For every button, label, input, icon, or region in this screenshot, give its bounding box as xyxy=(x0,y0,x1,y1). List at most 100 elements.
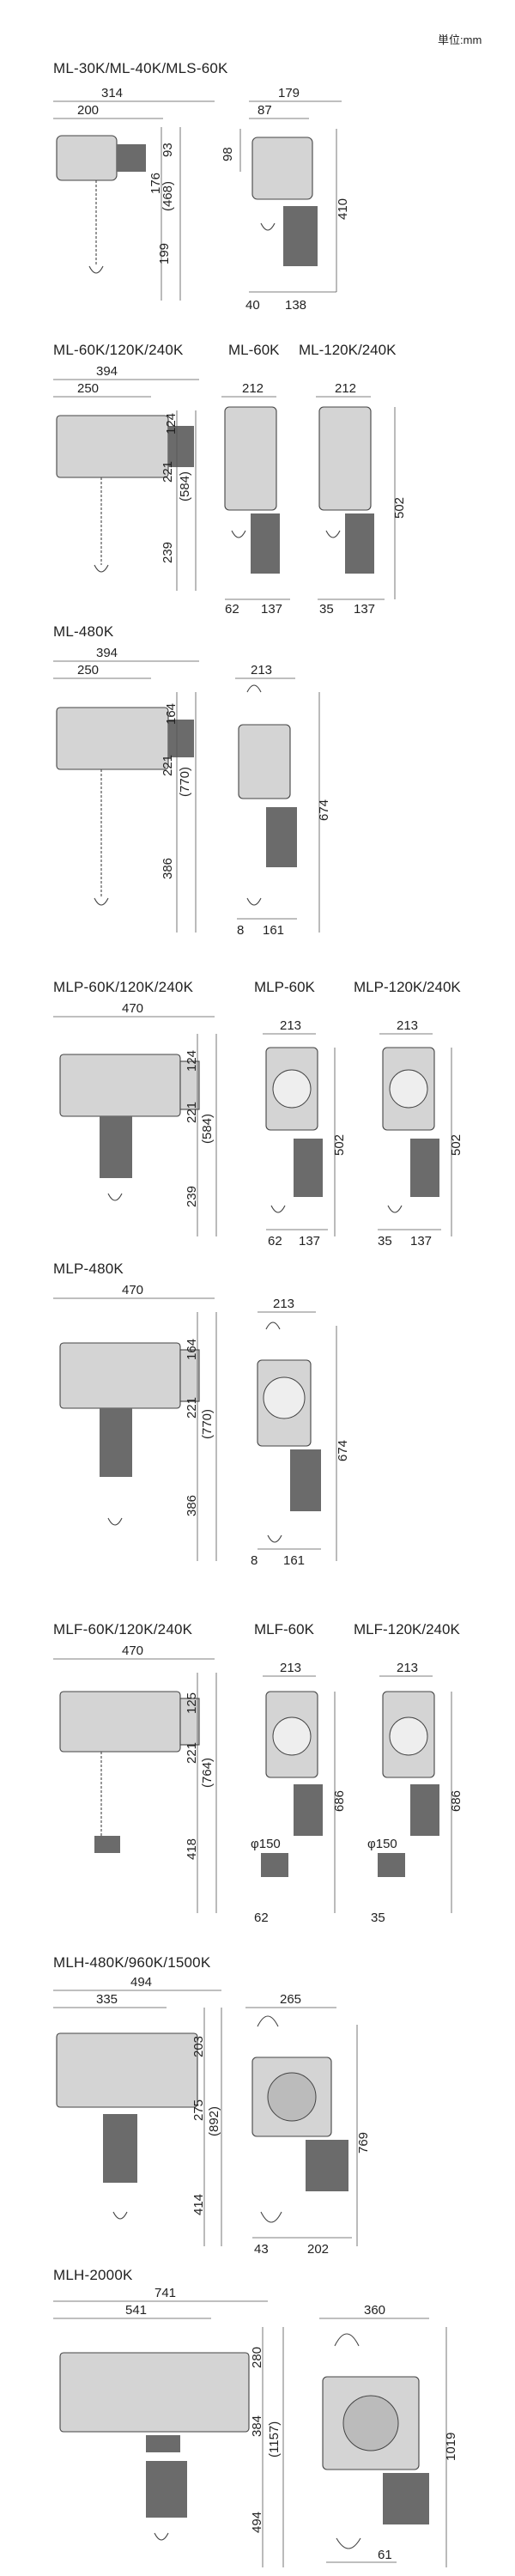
dim-label: 414 xyxy=(191,2194,206,2215)
dim-label: 161 xyxy=(283,1553,305,1568)
dim-label: 203 xyxy=(191,2036,206,2057)
dim-label: 137 xyxy=(410,1234,432,1249)
dim-label: 239 xyxy=(185,1186,199,1207)
section-mlp-60k: MLP-60K/120K/240K MLP-60K MLP-120K/240K … xyxy=(0,979,515,1254)
dim-label: 202 xyxy=(307,2242,329,2257)
section-mlp-480k: MLP-480K 470 164 221 (770) 386 213 674 8… xyxy=(0,1261,515,1587)
dim-label: 275 xyxy=(191,2099,206,2121)
dim-label: (1157) xyxy=(267,2421,282,2458)
dim-label: 394 xyxy=(96,646,118,660)
dim-label: 62 xyxy=(254,1911,269,1925)
dim-label: (584) xyxy=(178,471,192,501)
dim-label: 265 xyxy=(280,1992,301,2007)
dim-label: 386 xyxy=(185,1495,199,1516)
dimension-drawing: 314 200 93 176 (468) 199 179 87 98 410 4… xyxy=(53,86,350,313)
dim-label: (468) xyxy=(161,181,175,211)
dim-label: 61 xyxy=(378,2548,392,2562)
dim-label: 1019 xyxy=(444,2433,458,2461)
dim-label: 502 xyxy=(392,497,407,519)
dim-label: 62 xyxy=(225,602,239,617)
dim-label: 250 xyxy=(77,663,99,677)
dim-label: 213 xyxy=(251,663,272,677)
dim-label: 221 xyxy=(161,461,175,483)
section-mlh-2000k: MLH-2000K 741 541 280 384 (1157) 494 360… xyxy=(0,2267,515,2576)
dim-label: 87 xyxy=(258,103,272,118)
dim-label: 35 xyxy=(378,1234,392,1249)
dim-label: 161 xyxy=(263,923,284,938)
section-title: MLH-480K/960K/1500K xyxy=(53,1954,211,1971)
dim-label: 164 xyxy=(164,703,179,725)
dim-label: 769 xyxy=(356,2132,371,2154)
dim-label: 494 xyxy=(130,1975,152,1990)
section-title: MLP-480K xyxy=(53,1261,124,1277)
dim-label: 470 xyxy=(122,1283,143,1297)
dim-label: (770) xyxy=(178,767,192,797)
dim-label: 470 xyxy=(122,1001,143,1016)
dim-label: 179 xyxy=(278,86,300,100)
dim-label: 8 xyxy=(237,923,244,938)
dim-label: 40 xyxy=(245,298,260,313)
dim-label: 221 xyxy=(185,1102,199,1123)
dim-label: 213 xyxy=(397,1661,418,1675)
unit-label: 単位:mm xyxy=(438,33,482,46)
sub-title: MLP-60K xyxy=(254,979,315,995)
dim-label: 8 xyxy=(251,1553,258,1568)
dim-label: 502 xyxy=(449,1134,464,1156)
dim-label: 221 xyxy=(161,755,175,776)
dim-label: (770) xyxy=(200,1409,215,1439)
dim-label: 541 xyxy=(125,2303,147,2318)
dim-label: 502 xyxy=(332,1134,347,1156)
section-title: ML-480K xyxy=(53,623,114,640)
dim-label: 213 xyxy=(397,1018,418,1033)
dim-label: 335 xyxy=(96,1992,118,2007)
dim-label: 674 xyxy=(317,799,331,821)
section-title: MLF-60K/120K/240K xyxy=(53,1621,193,1637)
dim-label: 199 xyxy=(157,243,172,264)
sub-title: ML-120K/240K xyxy=(299,342,397,358)
section-title: MLP-60K/120K/240K xyxy=(53,979,194,995)
dim-label: 360 xyxy=(364,2303,385,2318)
dim-label: 124 xyxy=(185,1050,199,1072)
dim-label: 137 xyxy=(261,602,282,617)
dim-label: 35 xyxy=(319,602,334,617)
dim-label: 93 xyxy=(161,143,175,157)
sub-title: MLP-120K/240K xyxy=(354,979,461,995)
dimension-drawing: 470 164 221 (770) 386 213 674 8 161 xyxy=(53,1283,350,1568)
dim-label: 176 xyxy=(148,173,163,194)
dim-label: (892) xyxy=(207,2106,221,2136)
dim-label: 221 xyxy=(185,1742,199,1764)
dim-label: 124 xyxy=(164,413,179,434)
dim-label: 686 xyxy=(449,1790,464,1812)
dim-label: 239 xyxy=(161,542,175,563)
dim-label: (584) xyxy=(200,1114,215,1144)
sub-title: MLF-120K/240K xyxy=(354,1621,460,1637)
sub-title: MLF-60K xyxy=(254,1621,314,1637)
dim-label: 35 xyxy=(371,1911,385,1925)
dim-label: (764) xyxy=(200,1758,215,1788)
section-mlf-60k: MLF-60K/120K/240K MLF-60K MLF-120K/240K … xyxy=(0,1621,515,1947)
dim-label: 212 xyxy=(242,381,264,396)
section-ml-60k: ML-60K/120K/240K ML-60K ML-120K/240K 394… xyxy=(0,342,515,617)
dim-label: 98 xyxy=(221,147,235,161)
dim-label: 213 xyxy=(273,1297,294,1311)
dim-label: 686 xyxy=(332,1790,347,1812)
dim-label: 470 xyxy=(122,1643,143,1658)
dim-label: 213 xyxy=(280,1018,301,1033)
dim-label: 394 xyxy=(96,364,118,379)
dim-label: 125 xyxy=(185,1692,199,1714)
dim-label: φ150 xyxy=(367,1837,397,1851)
section-title: ML-60K/120K/240K xyxy=(53,342,184,358)
dim-label: 213 xyxy=(280,1661,301,1675)
sub-title: ML-60K xyxy=(228,342,280,358)
dim-label: φ150 xyxy=(251,1837,281,1851)
dim-label: 494 xyxy=(250,2512,264,2533)
section-mlh-480k: MLH-480K/960K/1500K 494 335 203 275 (892… xyxy=(0,1954,515,2263)
dim-label: 314 xyxy=(101,86,123,100)
dimension-drawing: 494 335 203 275 (892) 414 265 769 43 202 xyxy=(53,1975,371,2257)
section-title: MLH-2000K xyxy=(53,2267,133,2283)
dim-label: 164 xyxy=(185,1339,199,1360)
dimension-drawing: 470 124 221 (584) 239 213 213 502 502 62… xyxy=(53,1001,464,1249)
dim-label: 137 xyxy=(354,602,375,617)
section-title: ML-30K/ML-40K/MLS-60K xyxy=(53,60,228,76)
dim-label: 418 xyxy=(185,1838,199,1860)
